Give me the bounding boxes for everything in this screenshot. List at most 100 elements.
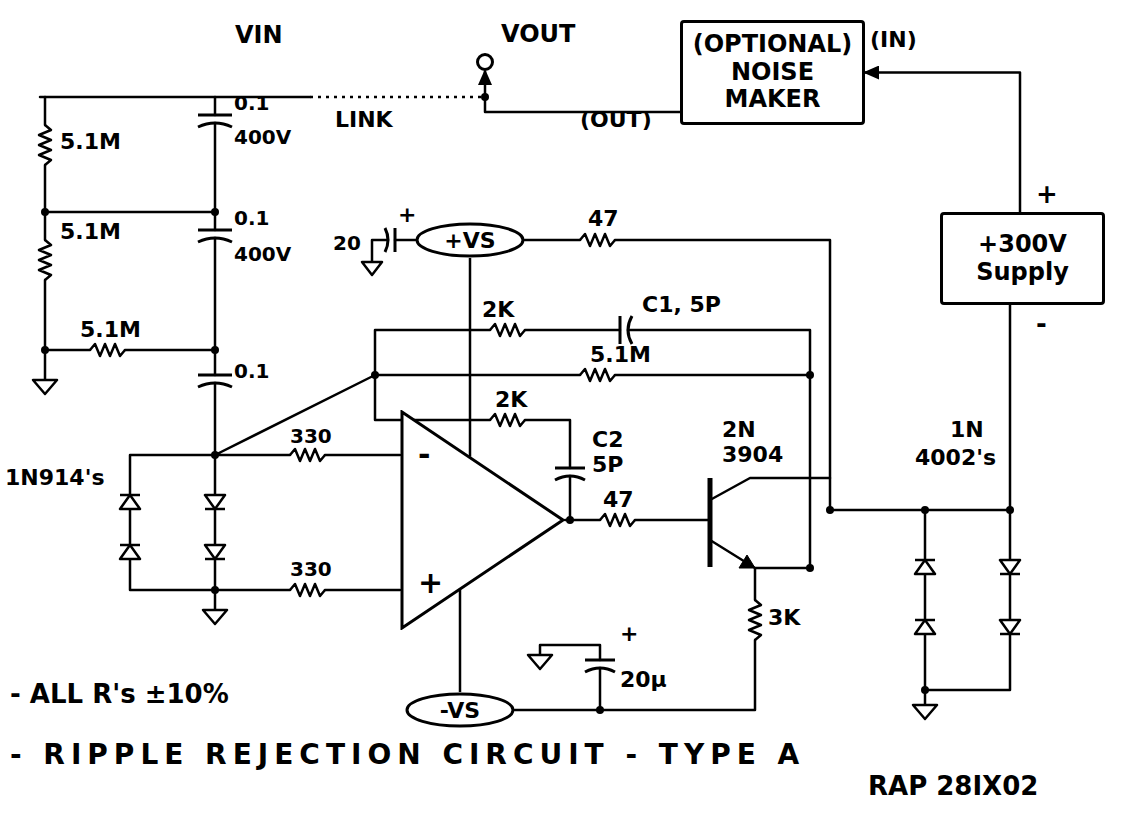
connector-wire (865, 73, 1020, 213)
diode-symbol (915, 559, 935, 562)
resistor-symbol (749, 600, 761, 640)
wire (45, 97, 215, 380)
label-text: 20 (333, 232, 361, 254)
label-text: 0.1 (234, 207, 269, 229)
wire (525, 240, 1010, 705)
diode-symbol (205, 495, 225, 509)
opamp-symbol: -+ (400, 410, 565, 630)
label-text: 5.1M (80, 318, 141, 342)
label-text: 2N (722, 418, 756, 442)
junction-dot (41, 93, 1014, 714)
supply-rail-terminal: +VS (415, 222, 525, 258)
junction-dot (921, 506, 929, 514)
noise-maker-box: (OPTIONAL) NOISE MAKER (680, 20, 865, 125)
label-text: 1N (950, 418, 984, 442)
junction-dot (211, 451, 219, 459)
label-text: 47 (603, 488, 634, 512)
label-text: 5.1M (60, 220, 121, 244)
junction-dot (566, 516, 574, 524)
resistor-symbol (39, 240, 51, 280)
capacitor-symbol (585, 660, 615, 672)
node-text: (OPTIONAL) NOISE MAKER (691, 31, 854, 114)
wire (515, 478, 830, 710)
node-text: +VS (444, 228, 495, 253)
label-text: 1N914's (5, 466, 104, 490)
capacitor-symbol (198, 115, 232, 127)
diode-symbol (1000, 633, 1020, 636)
node-outline (402, 412, 563, 628)
diode-symbol (120, 545, 140, 559)
junction-dot (1006, 506, 1014, 514)
connector-wire (469, 258, 472, 457)
label-text: 5.1M (60, 130, 121, 154)
diode-symbol (1000, 620, 1020, 634)
capacitor-symbol (385, 228, 395, 252)
diode-symbol (120, 495, 140, 509)
capacitor-symbol (620, 316, 632, 344)
diode-symbol (120, 495, 1020, 634)
resistor-symbol (490, 324, 525, 336)
label-text: C1, 5P (642, 293, 721, 317)
label-text: 4002's (915, 446, 996, 470)
junction-dot (371, 371, 379, 379)
diode-symbol (120, 544, 140, 547)
transistor-symbol (710, 478, 755, 568)
diode-symbol (915, 560, 935, 574)
label-text: + (398, 203, 416, 227)
node-outline (407, 694, 513, 726)
diode-symbol (915, 620, 935, 634)
resistor-symbol (600, 514, 635, 526)
label-text: + (620, 622, 638, 646)
diode-symbol (205, 508, 225, 511)
label-text: 5.1M (590, 343, 651, 367)
label-text: 330 (290, 558, 332, 580)
resistor-symbol (39, 125, 761, 640)
junction-dot (921, 686, 929, 694)
label-text: C2 (592, 428, 623, 452)
node-text: + (418, 568, 443, 598)
capacitor-symbol (198, 115, 632, 672)
label-text: + (1036, 180, 1058, 209)
junction-dot (211, 586, 219, 594)
wire (214, 97, 217, 590)
connector-wire (459, 590, 462, 692)
junction-dot (41, 208, 49, 216)
resistor-symbol (580, 234, 615, 246)
label-text: 2K (482, 298, 514, 322)
junction-dot (211, 346, 219, 354)
label-text: RAP 28IX02 (868, 772, 1038, 801)
label-text: (IN) (870, 28, 917, 52)
node-text: - (418, 440, 430, 470)
diode-symbol (1000, 560, 1020, 574)
label-text: 3904 (722, 443, 783, 467)
wire (40, 96, 310, 99)
node-text: +300V Supply (951, 231, 1094, 286)
link-dotted (310, 96, 485, 99)
capacitor-symbol (555, 468, 585, 480)
label-text: 330 (290, 425, 332, 447)
label-text: VIN (235, 22, 283, 48)
label-text: 5P (592, 453, 623, 477)
resistor-symbol (290, 584, 325, 596)
resistor-symbol (490, 414, 525, 426)
label-text: 400V (234, 243, 291, 265)
diode-symbol (205, 545, 225, 559)
node-outline (417, 224, 523, 256)
connector-wire (485, 71, 680, 112)
resistor-symbol (580, 369, 615, 381)
junction-dot (826, 506, 834, 514)
label-text: - RIPPLE REJECTION CIRCUIT - TYPE A (10, 740, 805, 771)
label-text: 0.1 (234, 360, 269, 382)
label-text: 2K (495, 388, 527, 412)
label-text: (OUT) (580, 108, 652, 132)
wire (40, 97, 1010, 710)
ground-symbol (913, 705, 937, 719)
label-text: LINK (335, 108, 393, 132)
label-text: 3K (768, 606, 800, 630)
node-text: -VS (440, 698, 480, 723)
label-text: - (1036, 310, 1047, 339)
ground-symbol (203, 610, 227, 624)
supply-box: +300V Supply (940, 212, 1105, 305)
capacitor-symbol (198, 230, 232, 242)
